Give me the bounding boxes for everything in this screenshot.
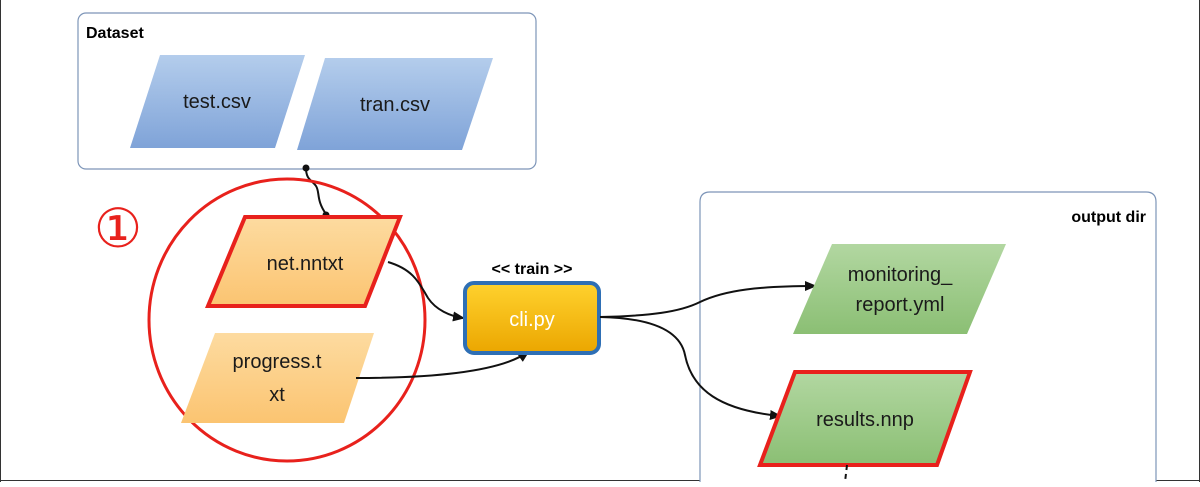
monitoring-report-label-line1: monitoring_ xyxy=(848,264,953,286)
net-nntxt-label: net.nntxt xyxy=(267,253,344,275)
progress-txt-label-line2: xt xyxy=(269,384,285,406)
dataset-group: Dataset test.csv tran.csv xyxy=(77,12,537,170)
output-dir-title: output dir xyxy=(1071,209,1146,226)
progress-txt-label-line1: progress.t xyxy=(233,351,322,373)
dataset-to-net-connector xyxy=(305,167,327,215)
test-csv-shape[interactable] xyxy=(130,55,305,148)
results-continuation-line xyxy=(844,464,848,483)
cli-to-results-arrow xyxy=(599,316,782,420)
tran-csv-shape[interactable] xyxy=(297,58,493,150)
tran-csv-label: tran.csv xyxy=(360,94,430,116)
results-nnp-label: results.nnp xyxy=(816,409,914,431)
highlight-circle xyxy=(147,177,427,463)
cli-py-label: cli.py xyxy=(509,309,555,331)
connector-dot-top xyxy=(302,164,310,172)
process-stereotype: << train >> xyxy=(492,261,573,278)
test-csv-label: test.csv xyxy=(183,91,251,113)
progress-txt-shape[interactable] xyxy=(181,333,374,423)
net-to-cli-arrow xyxy=(387,261,465,322)
cli-py-process-box[interactable] xyxy=(463,281,601,355)
results-nnp-shape[interactable] xyxy=(757,370,973,467)
monitoring-report-label-line2: report.yml xyxy=(856,294,945,316)
step-marker: ① xyxy=(94,199,142,259)
cli-to-report-arrow xyxy=(599,281,817,318)
progress-to-cli-arrow xyxy=(355,350,530,379)
net-nntxt-shape[interactable] xyxy=(205,215,403,308)
dataset-title: Dataset xyxy=(86,25,144,42)
monitoring-report-shape[interactable] xyxy=(793,244,1006,334)
